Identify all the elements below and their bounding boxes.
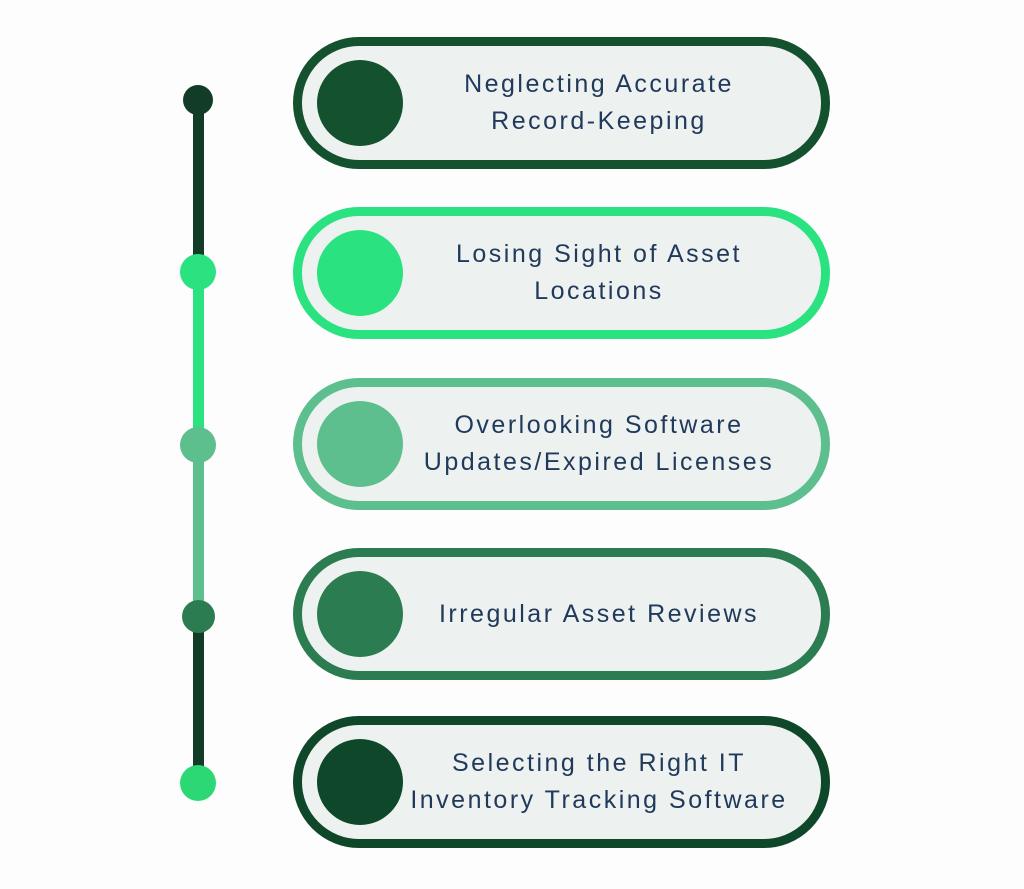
card-title: Neglecting Accurate Record-Keeping <box>403 66 795 140</box>
timeline-dot-5 <box>180 765 216 801</box>
card-title-line: Selecting the Right IT <box>451 749 746 777</box>
card-title: Irregular Asset Reviews <box>403 596 795 633</box>
timeline-dot-2 <box>180 254 216 290</box>
card-title-line: Losing Sight of Asset <box>456 240 742 268</box>
card-title-line: Locations <box>534 277 664 305</box>
circle-marker-icon <box>317 230 403 316</box>
card-asset-reviews: Irregular Asset Reviews <box>293 548 830 680</box>
card-record-keeping: Neglecting Accurate Record-Keeping <box>293 37 830 169</box>
circle-marker-icon <box>317 739 403 825</box>
card-title-line: Updates/Expired Licenses <box>423 448 775 476</box>
card-title-line: Irregular Asset Reviews <box>438 599 760 628</box>
circle-marker-icon <box>317 401 403 487</box>
card-title-line: Neglecting Accurate <box>464 70 734 98</box>
timeline-segment-2 <box>193 272 204 445</box>
timeline-dot-3 <box>180 427 216 463</box>
card-tracking-software: Selecting the Right IT Inventory Trackin… <box>293 716 830 848</box>
card-title: Selecting the Right IT Inventory Trackin… <box>403 745 795 819</box>
card-title-line: Record-Keeping <box>491 107 707 135</box>
card-title-line: Overlooking Software <box>454 411 744 439</box>
timeline-segment-1 <box>193 100 204 272</box>
card-asset-locations: Losing Sight of Asset Locations <box>293 207 830 339</box>
timeline-dot-4 <box>182 600 215 633</box>
card-title-line: Inventory Tracking Software <box>410 786 788 814</box>
timeline-segment-4 <box>193 617 204 783</box>
circle-marker-icon <box>317 571 403 657</box>
card-title: Overlooking Software Updates/Expired Lic… <box>403 407 795 481</box>
card-title: Losing Sight of Asset Locations <box>403 236 795 310</box>
timeline-segment-3 <box>193 445 204 617</box>
circle-marker-icon <box>317 60 403 146</box>
timeline-dot-1 <box>183 85 213 115</box>
card-software-updates: Overlooking Software Updates/Expired Lic… <box>293 378 830 510</box>
